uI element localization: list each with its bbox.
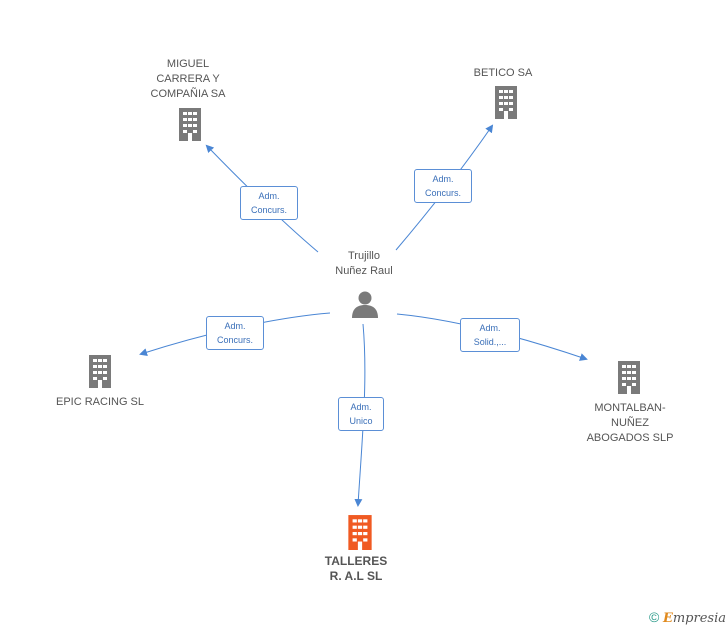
building-icon[interactable] bbox=[86, 354, 114, 388]
relation-label-epic[interactable]: Adm. Concurs. bbox=[206, 316, 264, 350]
brand-name: mpresia bbox=[672, 611, 726, 626]
building-icon[interactable] bbox=[176, 107, 204, 141]
brand-initial: E bbox=[662, 611, 673, 626]
person-icon[interactable] bbox=[350, 289, 380, 319]
building-icon[interactable] bbox=[345, 514, 375, 550]
person-name[interactable]: Trujillo Nuñez Raul bbox=[335, 250, 393, 277]
company-betico-name[interactable]: BETICO SA bbox=[473, 67, 533, 79]
relation-label-talleres[interactable]: Adm. Unico bbox=[338, 397, 384, 431]
building-icon[interactable] bbox=[492, 85, 520, 119]
company-epic-name[interactable]: EPIC RACING SL bbox=[55, 396, 145, 408]
relation-label-montalban[interactable]: Adm. Solid.,... bbox=[460, 318, 520, 352]
company-montalban-name[interactable]: MONTALBAN- NUÑEZ ABOGADOS SLP bbox=[586, 402, 674, 444]
relation-label-betico[interactable]: Adm. Concurs. bbox=[414, 169, 472, 203]
building-icon[interactable] bbox=[615, 360, 643, 394]
empresia-watermark: © Empresia bbox=[649, 609, 726, 626]
company-talleres-name[interactable]: TALLERES R. A.L SL bbox=[324, 554, 388, 583]
company-miguel-name[interactable]: MIGUEL CARRERA Y COMPAÑIA SA bbox=[150, 58, 226, 100]
relation-label-miguel[interactable]: Adm. Concurs. bbox=[240, 186, 298, 220]
copyright-symbol: © bbox=[648, 609, 660, 625]
